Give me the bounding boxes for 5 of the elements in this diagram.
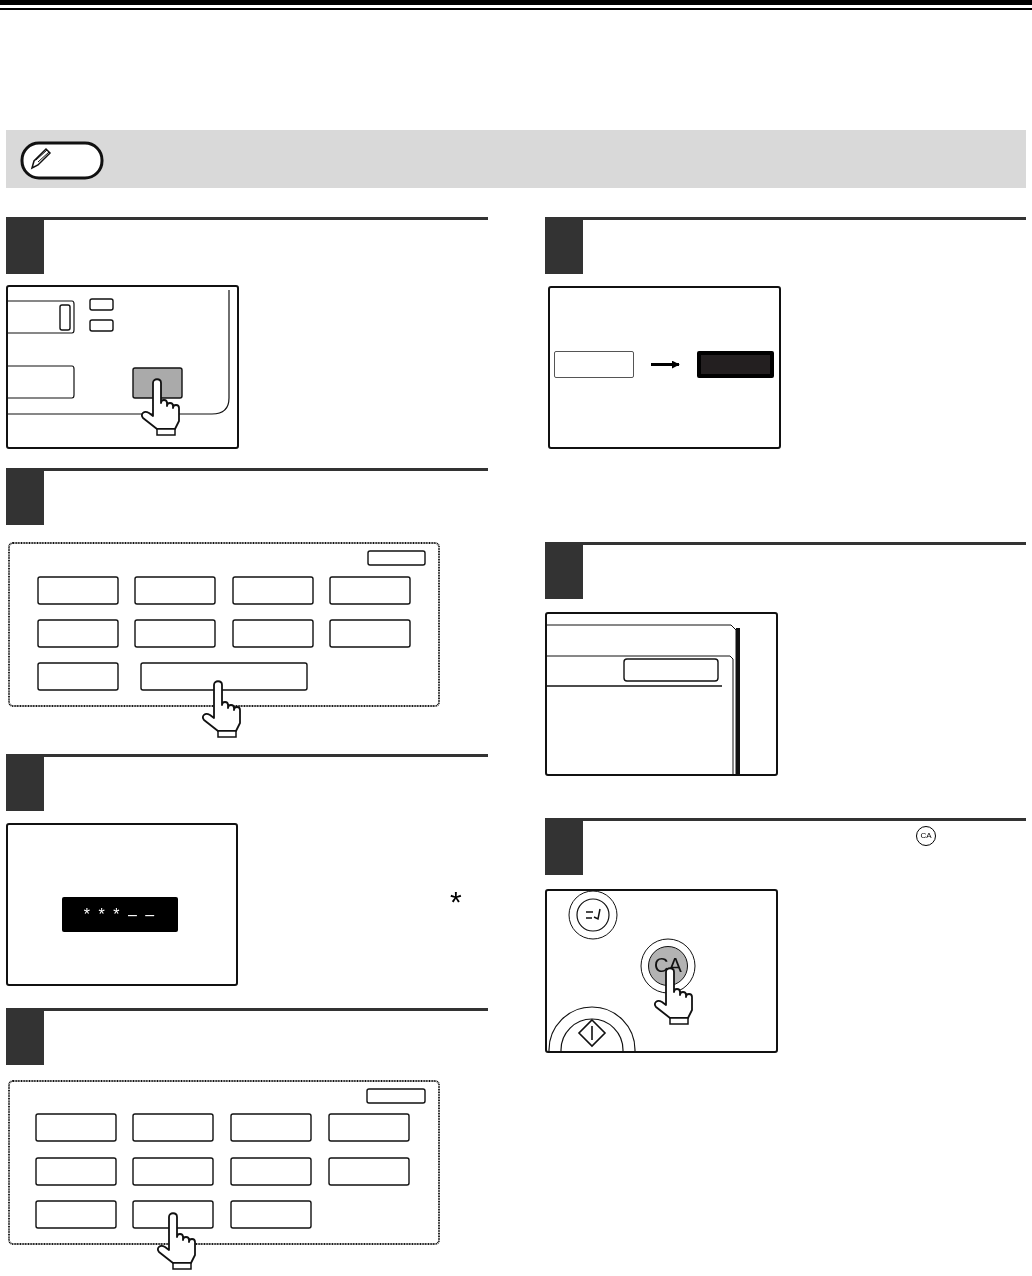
display-field <box>554 351 634 378</box>
asterisk-mark: * <box>450 885 462 919</box>
arrow <box>651 360 680 369</box>
password-field: * * * – – <box>62 897 178 932</box>
highlighted-field <box>697 351 774 378</box>
